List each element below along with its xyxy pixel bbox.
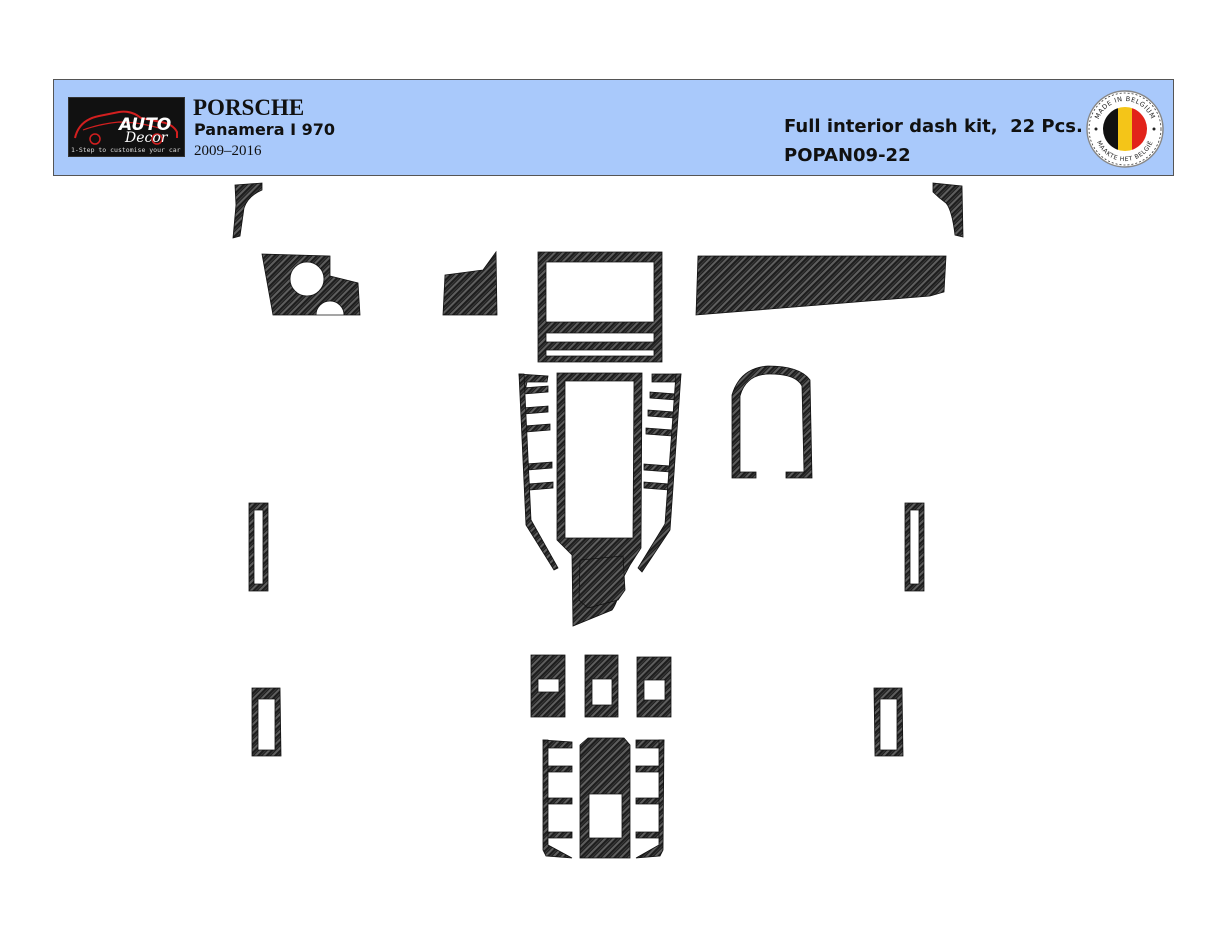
switch-panel-1: [530, 654, 566, 718]
rear-slat-left-4: [544, 831, 573, 839]
door-switch-trim-right: [873, 687, 904, 757]
car-silhouette-icon: [74, 110, 178, 145]
switch-panel-3: [636, 656, 672, 718]
door-switch-trim-left: [251, 687, 282, 757]
console-rail-left: [518, 373, 559, 571]
dash-strip-right: [695, 255, 947, 316]
screen-bezel: [537, 251, 663, 363]
rear-slat-right-2: [635, 765, 663, 773]
model-years: 2009–2016: [194, 143, 262, 159]
kit-description: Full interior dash kit, 22 Pcs.: [784, 116, 1083, 137]
model-name: Panamera I 970: [194, 120, 335, 139]
console-slat-left-5: [525, 461, 553, 471]
side-strip-right-mid: [904, 502, 925, 592]
rear-rail-right: [635, 739, 665, 859]
vent-trim-top-right: [932, 182, 964, 238]
made-in-belgium-seal: MADE IN BELGIUM MAAKTE HET BELGIË: [1086, 90, 1164, 168]
console-slat-right-2: [649, 391, 677, 401]
console-rail-right: [637, 373, 682, 573]
rear-console-panel: [579, 737, 631, 859]
logo-sub: Decor: [125, 130, 168, 146]
console-shift-insert: [578, 555, 626, 609]
logo-word: AUTO: [119, 115, 172, 135]
rear-rail-left: [542, 739, 573, 859]
cupholder-panel: [261, 253, 361, 316]
brand-title: PORSCHE: [193, 95, 305, 120]
logo-tagline: 1-Step to customise your car: [71, 146, 181, 154]
console-slat-left-4: [523, 423, 551, 433]
rear-slat-left-3: [544, 797, 573, 805]
left-dash-piece: [442, 250, 498, 316]
console-slat-right-6: [643, 481, 670, 491]
switch-panel-2: [584, 654, 619, 718]
rear-slat-left-2: [544, 765, 573, 773]
console-slat-right-4: [645, 427, 673, 437]
console-slat-right-5: [643, 463, 671, 473]
auto-decor-logo: AUTO Decor 1-Step to customise your car: [68, 97, 185, 157]
arch-trim: [731, 365, 813, 479]
side-strip-left-mid: [248, 502, 269, 592]
header-banner: AUTO Decor 1-Step to customise your car …: [53, 79, 1174, 176]
product-sku: POPAN09-22: [784, 145, 911, 166]
console-slat-right-3: [647, 409, 675, 419]
vent-trim-top-left: [232, 182, 263, 239]
console-slat-left-6: [527, 481, 554, 491]
rear-slat-right-3: [635, 797, 663, 805]
rear-slat-right-4: [635, 831, 663, 839]
